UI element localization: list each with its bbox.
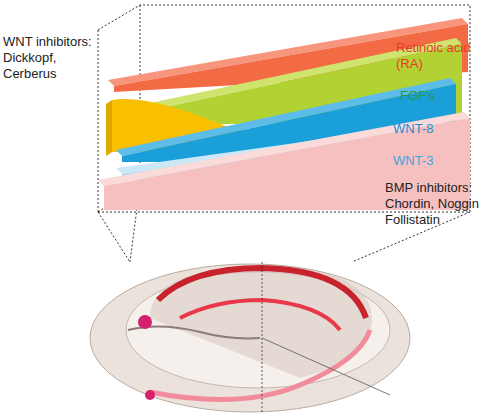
signal-label: Retinoic acid (RA) [396,40,486,72]
inhibitor-label: WNT inhibitors: Dickkopf, Cerberus [3,34,101,82]
signal-label: WNT-8 [393,121,473,137]
inhibitor-label: BMP inhibitors: Chordin, Noggin Follista… [385,180,487,228]
signal-label: WNT-3 [393,153,473,169]
signal-label: FGF's [400,88,480,104]
